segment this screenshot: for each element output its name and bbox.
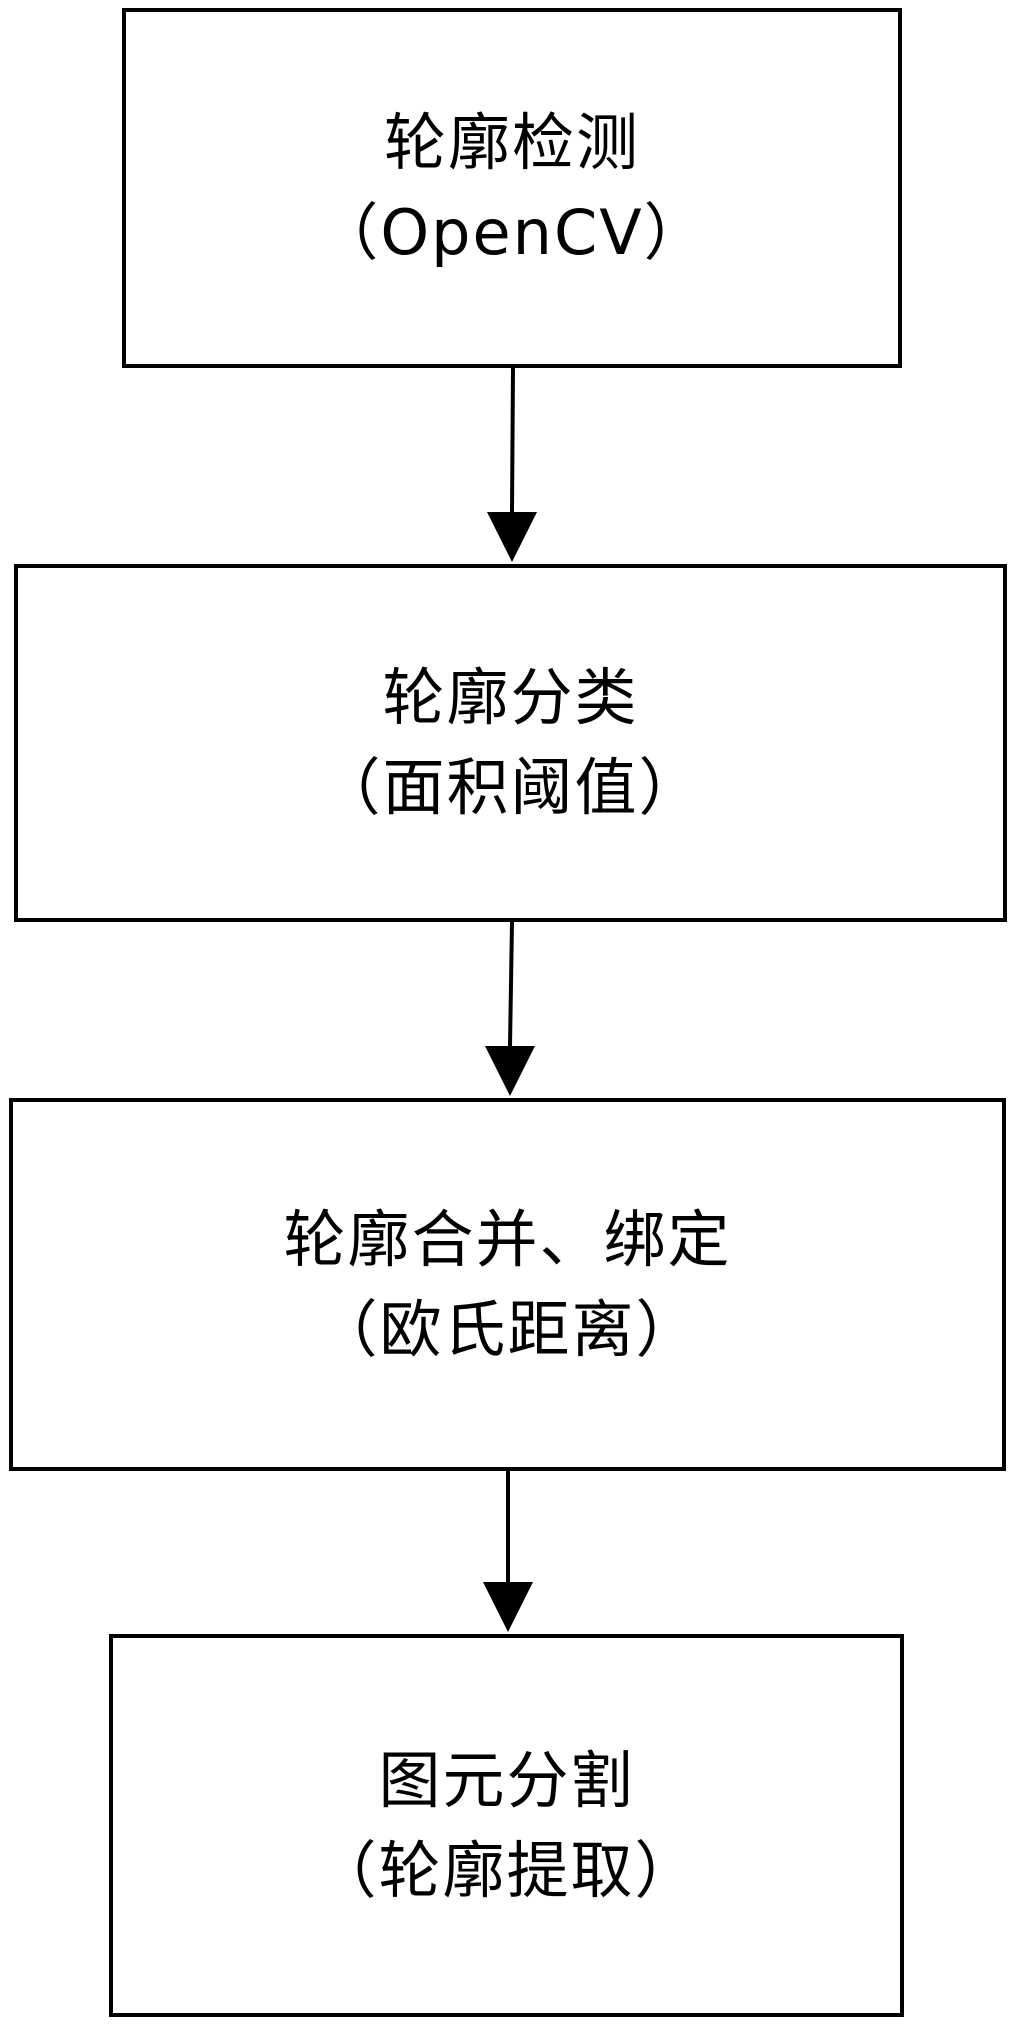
step-detail: （欧氏距离）	[315, 1292, 700, 1366]
step-title: 轮廓合并、绑定	[283, 1202, 732, 1276]
step-box-contour-classification: 轮廓分类 （面积阈值）	[14, 564, 1007, 922]
step-title: 图元分割	[378, 1743, 635, 1817]
arrow-1-to-2	[487, 367, 537, 562]
step-box-primitive-segmentation: 图元分割 （轮廓提取）	[109, 1634, 904, 2017]
arrow-2-to-3	[485, 921, 535, 1096]
arrow-3-to-4	[483, 1471, 533, 1632]
step-detail: （面积阈值）	[318, 751, 703, 824]
step-detail: （OpenCV）	[316, 196, 708, 269]
step-box-contour-merge-bind: 轮廓合并、绑定 （欧氏距离）	[9, 1098, 1006, 1471]
step-detail: （轮廓提取）	[314, 1833, 699, 1907]
step-box-contour-detection: 轮廓检测 （OpenCV）	[122, 8, 902, 368]
step-title: 轮廓检测	[383, 106, 640, 180]
step-title: 轮廓分类	[382, 661, 639, 735]
